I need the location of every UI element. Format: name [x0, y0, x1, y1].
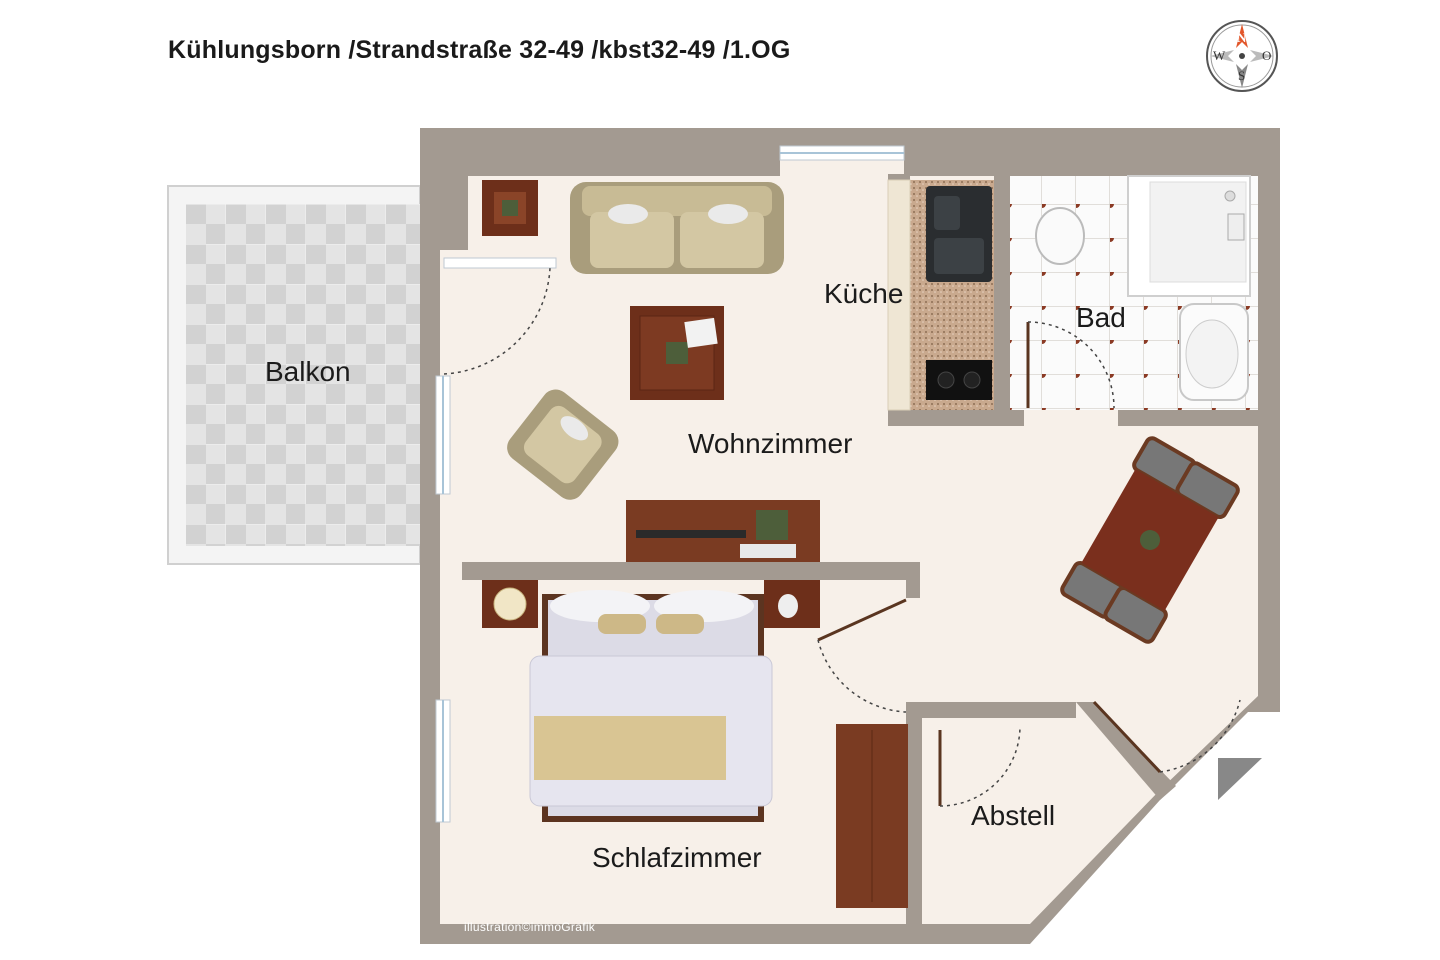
room-label-abstell: Abstell	[971, 800, 1056, 831]
balcony	[167, 185, 421, 565]
compass-east-label: O	[1262, 48, 1272, 63]
room-label-balkon: Balkon	[265, 356, 351, 387]
kitchen-counter	[887, 179, 994, 411]
page-title: Kühlungsborn /Strandstraße 32-49 /kbst32…	[168, 36, 791, 64]
compass-icon	[1206, 20, 1278, 92]
room-label-bad: Bad	[1076, 302, 1126, 333]
room-label-wohnzimmer: Wohnzimmer	[688, 428, 853, 459]
compass-west-label: W	[1213, 48, 1226, 63]
compass-south-label: S	[1238, 68, 1246, 83]
room-label-kueche: Küche	[824, 278, 904, 309]
bed	[529, 590, 773, 822]
illustration-credit: illustration©immoGrafik	[464, 920, 596, 934]
room-label-schlafzimmer: Schlafzimmer	[592, 842, 762, 873]
sofa	[570, 182, 784, 274]
armchair	[507, 389, 619, 500]
compass-north-label: N	[1237, 30, 1247, 45]
dining-table	[1060, 436, 1240, 644]
compass: N W O S	[1204, 18, 1280, 94]
